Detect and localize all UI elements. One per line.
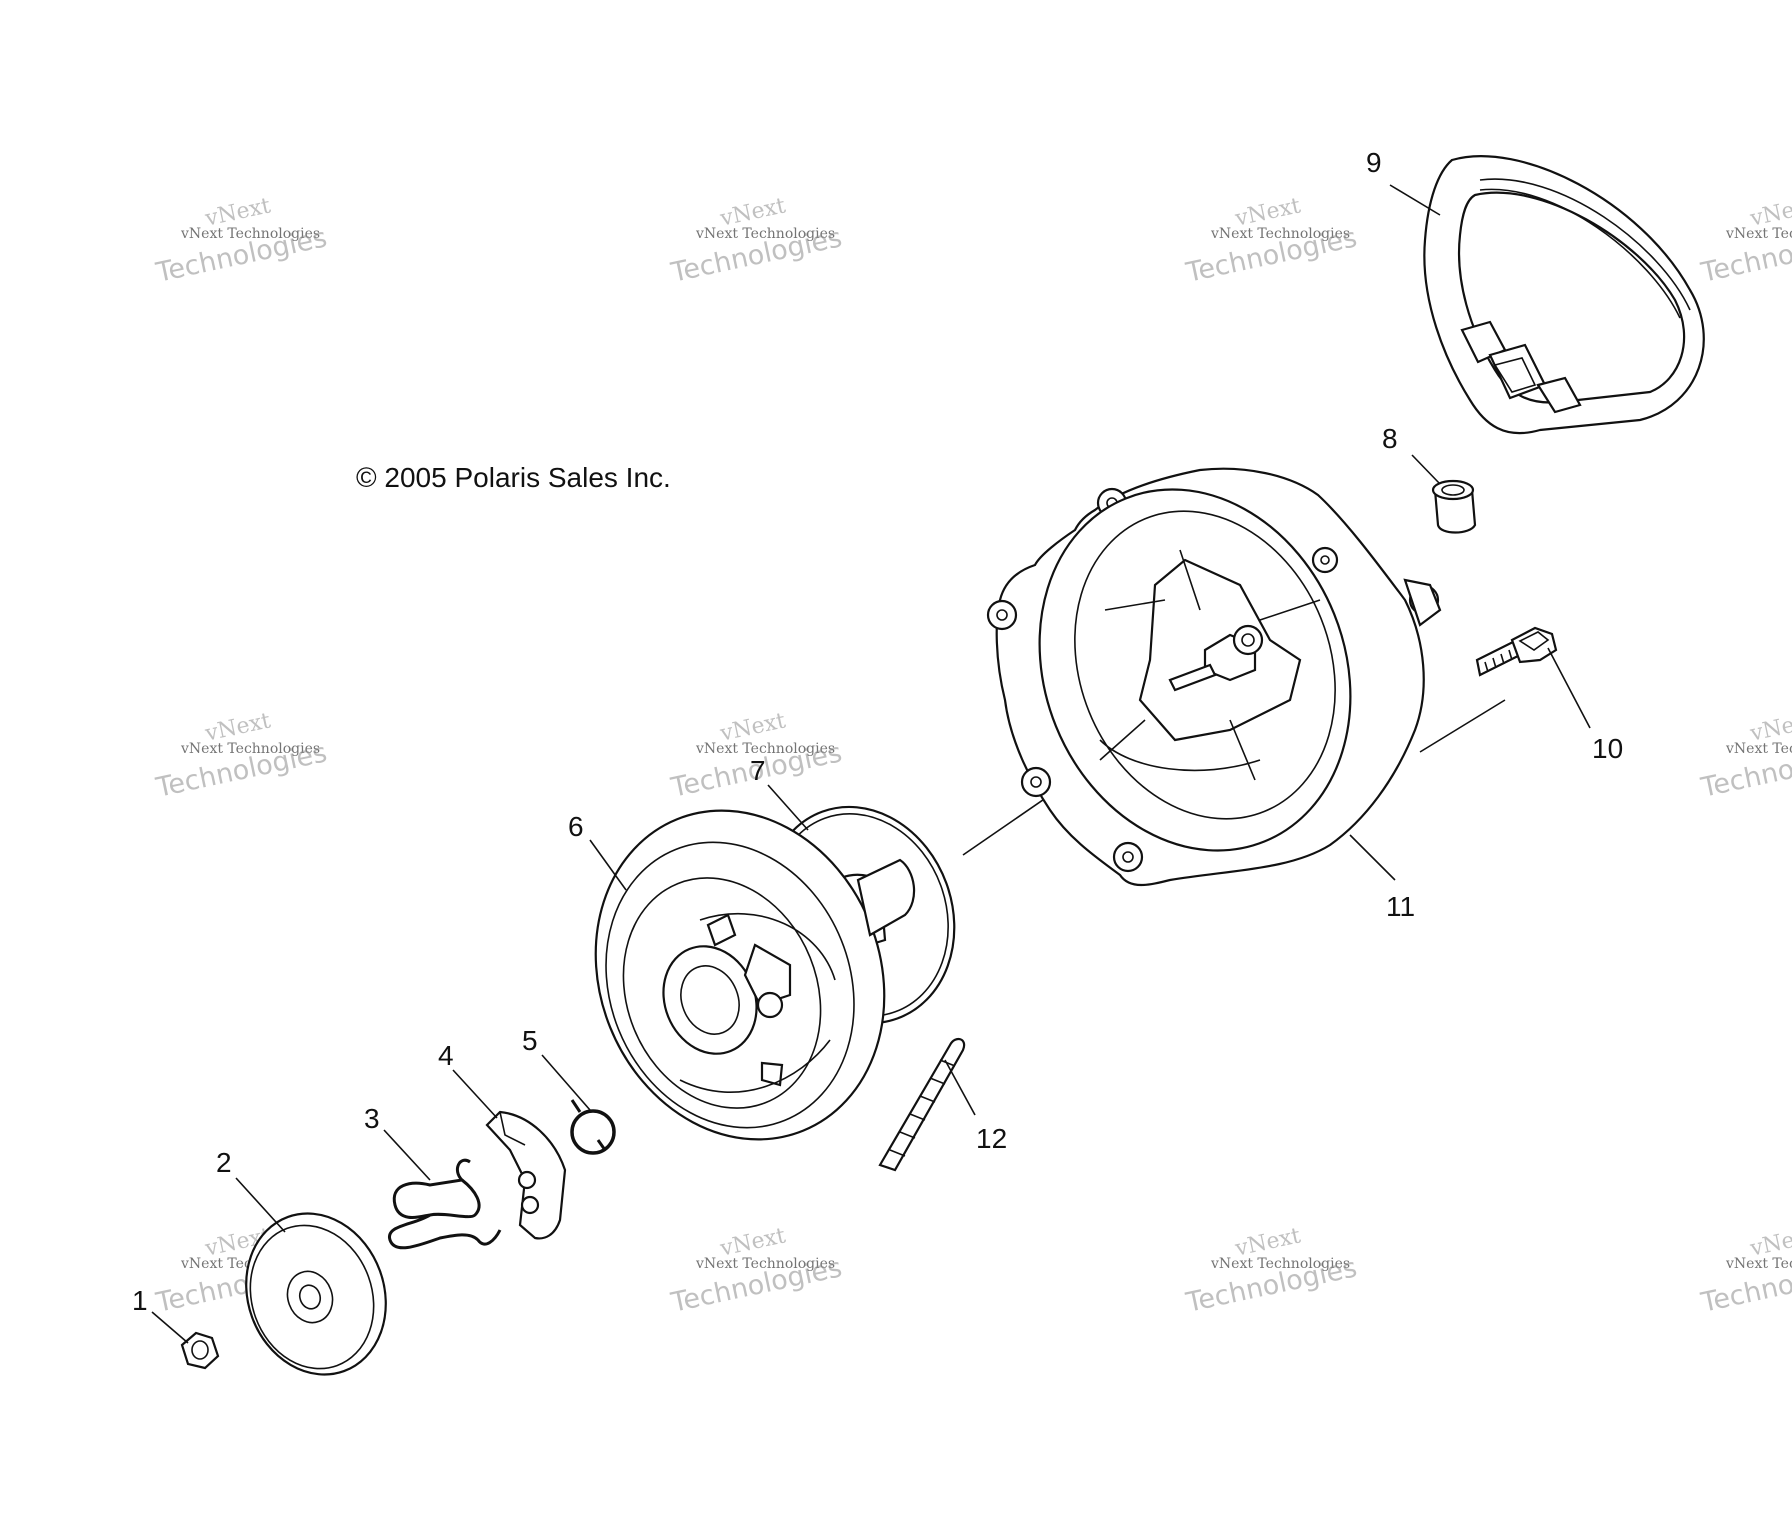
starter-rope (878, 1037, 966, 1172)
mounting-bolt (1475, 626, 1558, 677)
pawl-spring (570, 1099, 616, 1155)
recoil-pulley (594, 809, 916, 1141)
leader-lines (151, 184, 1591, 1344)
copyright-notice: © 2005 Polaris Sales Inc. (356, 462, 671, 493)
callout-10: 10 (1592, 733, 1623, 764)
recoil-housing (986, 467, 1442, 887)
hex-nut (180, 1331, 220, 1370)
callout-1: 1 (132, 1285, 148, 1316)
recoil-handle (1423, 155, 1705, 435)
friction-plate (245, 1212, 387, 1376)
callout-3: 3 (364, 1103, 380, 1134)
callout-7: 7 (750, 755, 766, 786)
callout-numbers: 1 2 3 4 5 6 7 8 9 10 11 12 (132, 147, 1623, 1316)
friction-clip (388, 1158, 502, 1250)
callout-4: 4 (438, 1040, 454, 1071)
callout-12: 12 (976, 1123, 1007, 1154)
callout-9: 9 (1366, 147, 1382, 178)
callout-6: 6 (568, 811, 584, 842)
callout-11: 11 (1386, 891, 1415, 922)
bolt-axis-line (1419, 699, 1506, 753)
callout-5: 5 (522, 1025, 538, 1056)
handle-bushing (1431, 479, 1477, 534)
callout-8: 8 (1382, 423, 1398, 454)
callout-2: 2 (216, 1147, 232, 1178)
ratchet-pawl (485, 1110, 567, 1240)
